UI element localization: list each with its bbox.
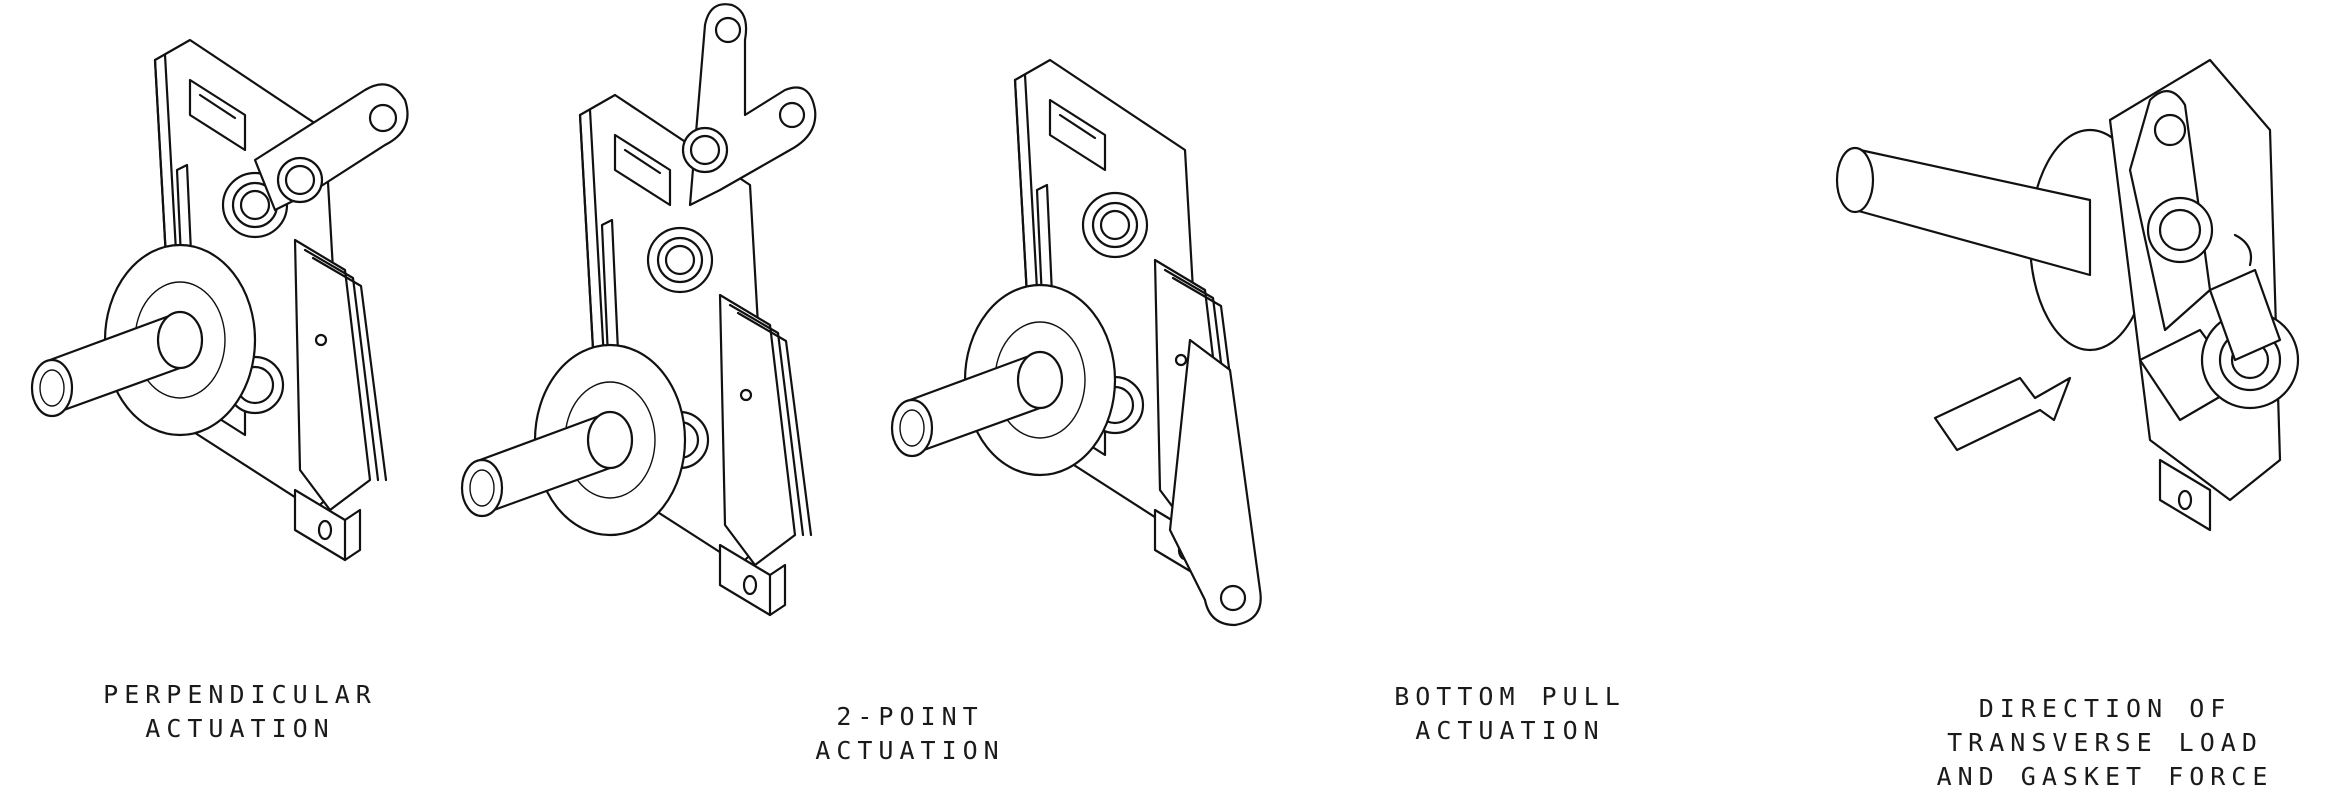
caption-two-point: 2-POINT ACTUATION xyxy=(815,702,1005,765)
caption-direction: DIRECTION OF TRANSVERSE LOAD AND GASKET … xyxy=(1936,694,2274,791)
caption-perpendicular: PERPENDICULAR ACTUATION xyxy=(103,680,377,743)
load-direction-arrow-icon xyxy=(1933,376,2072,452)
bottom-pull-latch-drawing xyxy=(890,58,1262,627)
perpendicular-latch-drawing xyxy=(30,38,409,562)
direction-latch-drawing xyxy=(1835,58,2300,532)
two-point-latch-drawing xyxy=(460,3,817,617)
caption-bottom-pull: BOTTOM PULL ACTUATION xyxy=(1394,682,1626,745)
